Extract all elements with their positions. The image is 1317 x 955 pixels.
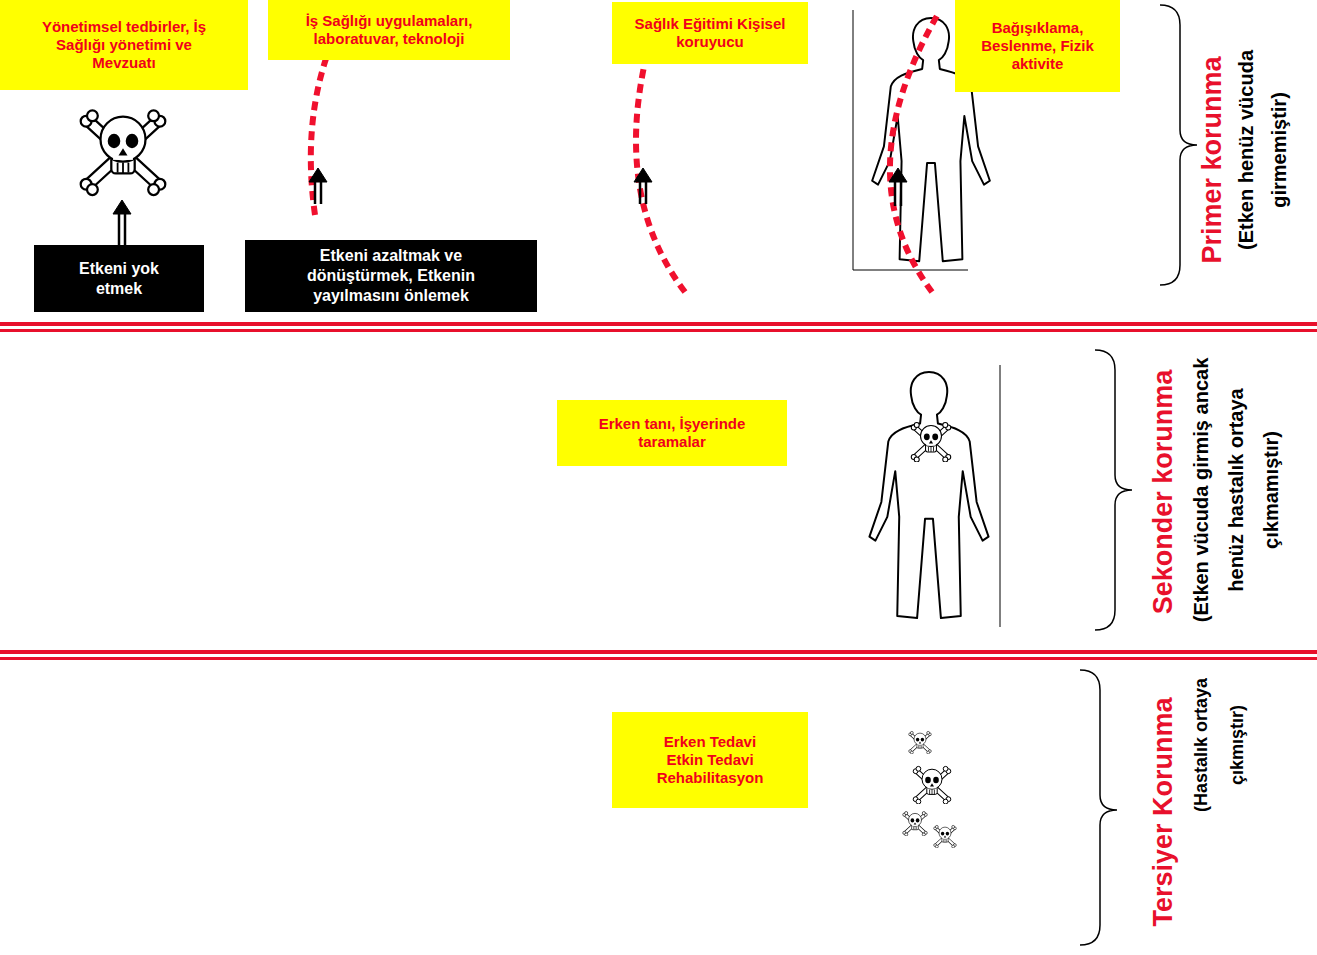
box-text: Etkeni azaltmak ve dönüştürmek, Etkenin … <box>285 246 497 306</box>
level-note: (Hastalık ortaya çıkmıştır) <box>1183 660 1255 830</box>
action-box: Etkeni yok etmek <box>34 245 204 312</box>
measure-box: Bağışıklama, Beslenme, Fizik aktivite <box>955 0 1120 92</box>
measure-box: Yönetimsel tedbirler, İş Sağlığı yönetim… <box>0 0 248 90</box>
level-note: (Etken vücuda girmiş ancak henüz hastalı… <box>1184 348 1289 633</box>
measure-box: İş Sağlığı uygulamaları, laboratuvar, te… <box>268 0 510 60</box>
measure-box: Erken tanı, İşyerinde taramalar <box>557 400 787 466</box>
box-text: Erken Tedavi Etkin Tedavi Rehabilitasyon <box>646 733 774 787</box>
action-box: Etkeni azaltmak ve dönüştürmek, Etkenin … <box>245 240 537 312</box>
level-title: Sekonder korunma <box>1147 342 1179 642</box>
level-title: Primer korunma <box>1196 10 1228 310</box>
box-text: Etkeni yok etmek <box>62 259 176 299</box>
level-note: (Etken henüz vücuda girmemiştir) <box>1230 0 1296 300</box>
box-text: Erken tanı, İşyerinde taramalar <box>589 415 755 451</box>
box-text: Sağlık Eğitimi Kişisel koruyucu <box>634 15 786 51</box>
measure-box: Sağlık Eğitimi Kişisel koruyucu <box>612 2 808 64</box>
level-title: Tersiyer Korunma <box>1147 662 1179 955</box>
box-text: Yönetimsel tedbirler, İş Sağlığı yönetim… <box>26 18 222 72</box>
measure-box: Erken Tedavi Etkin Tedavi Rehabilitasyon <box>612 712 808 808</box>
box-text: Bağışıklama, Beslenme, Fizik aktivite <box>981 19 1094 73</box>
box-text: İş Sağlığı uygulamaları, laboratuvar, te… <box>282 12 496 48</box>
